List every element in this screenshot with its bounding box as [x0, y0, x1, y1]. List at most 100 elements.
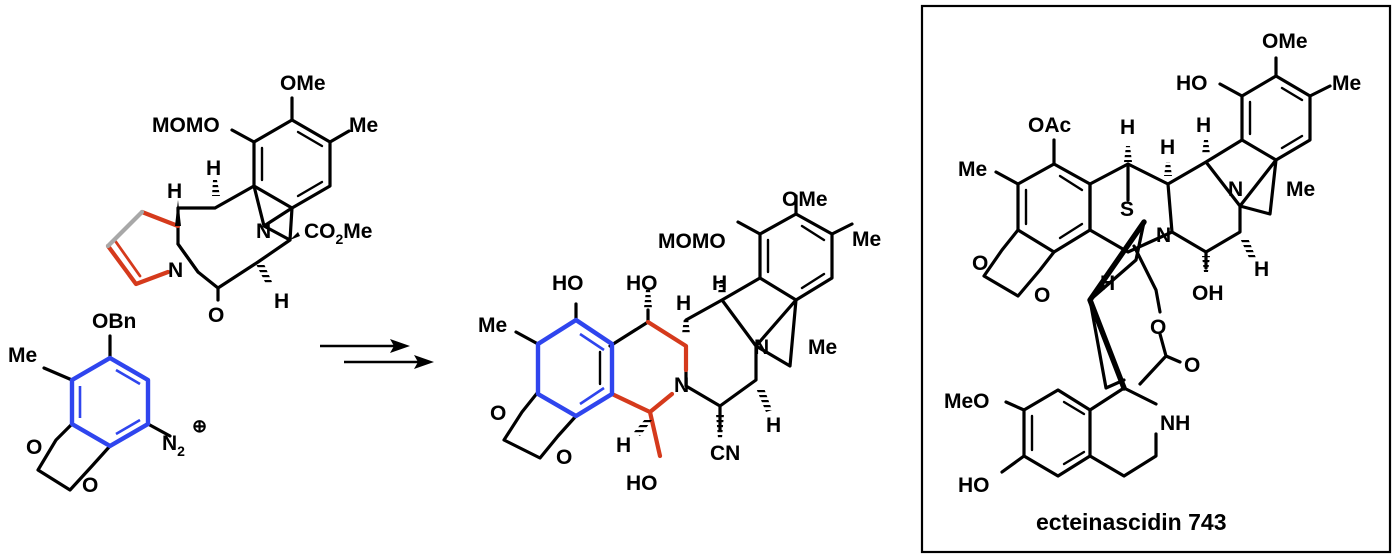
- label-s: S: [1120, 198, 1134, 221]
- label-me: Me: [478, 314, 507, 337]
- aromatic-inner-bonds: [1030, 400, 1086, 466]
- label-o-carbonyl: O: [1184, 354, 1200, 377]
- substituent-bonds: [230, 96, 351, 144]
- label-me: Me: [958, 158, 987, 181]
- label-n-ring: N: [674, 374, 689, 397]
- substituent-bonds: [736, 194, 854, 236]
- label-ome: OMe: [782, 188, 828, 211]
- label-me: Me: [349, 114, 378, 137]
- label-ho: HO: [1176, 72, 1208, 95]
- dioxole-ring: [36, 422, 112, 492]
- label-o: O: [26, 436, 42, 459]
- product-molecule: [502, 194, 854, 460]
- aromatic-inner-bonds: [260, 130, 324, 198]
- hashed-bond: [718, 280, 726, 294]
- hashed-bond: [682, 318, 690, 334]
- substituent-bonds: [1218, 56, 1332, 98]
- core-bonds: [176, 184, 294, 302]
- pyrrole-gray-bond: [105, 209, 145, 249]
- hashed-bond: [644, 290, 652, 308]
- hashed-bond: [1124, 146, 1132, 162]
- aromatic-ring: [758, 212, 834, 302]
- label-oac: OAc: [1028, 114, 1072, 137]
- natural-product-frame: [920, 4, 1392, 554]
- label-me: Me: [852, 228, 881, 251]
- aromatic-ring: [1016, 162, 1092, 254]
- label-h: H: [1160, 136, 1175, 159]
- pyrrole-bicycle-reactant: [176, 96, 351, 302]
- label-h: H: [712, 272, 727, 295]
- hashed-bond: [716, 414, 724, 438]
- label-me: Me: [8, 344, 37, 367]
- label-o: O: [82, 474, 98, 497]
- bridge-wedge: [290, 232, 300, 240]
- label-me-n: Me: [1286, 178, 1315, 201]
- hashed-bond: [1240, 238, 1256, 260]
- label-n-bridge: N: [1228, 178, 1243, 201]
- hashed-bond: [256, 264, 272, 284]
- label-me: Me: [1332, 72, 1361, 95]
- thioether-bridge-bold: [1087, 219, 1147, 391]
- hashed-bond: [1202, 140, 1210, 154]
- aryl-diazonium-reactant: [36, 334, 172, 492]
- label-ome: OMe: [280, 72, 326, 95]
- label-h: H: [766, 414, 781, 437]
- label-cn: CN: [710, 442, 740, 465]
- label-h: H: [616, 434, 631, 457]
- substituent-bonds: [994, 138, 1056, 186]
- label-o: O: [556, 446, 572, 469]
- dioxole-ring: [502, 390, 578, 460]
- label-h: H: [206, 157, 221, 180]
- aromatic-inner-bonds: [1248, 86, 1304, 150]
- label-meo: MeO: [944, 390, 990, 413]
- dioxole-ring: [982, 228, 1056, 298]
- compound-caption: ecteinascidin 743: [1036, 509, 1227, 535]
- label-nh: NH: [1160, 412, 1190, 435]
- aromatic-ring: [1240, 74, 1312, 162]
- label-o: O: [1034, 284, 1050, 307]
- substituent-bonds: [42, 334, 172, 438]
- hashed-bond: [212, 180, 220, 196]
- aromatic-ring: [252, 118, 332, 210]
- ring-highlight-red: [609, 319, 689, 459]
- hashed-bond: [634, 418, 652, 436]
- label-carbonyl-o: O: [208, 304, 224, 327]
- reaction-arrows: [320, 339, 434, 369]
- label-ome: OMe: [1262, 30, 1308, 53]
- label-momo: MOMO: [152, 114, 220, 137]
- label-n-bridge: N: [256, 220, 271, 243]
- label-h: H: [1196, 114, 1211, 137]
- label-ho-phenol: HO: [552, 272, 584, 295]
- label-h: H: [1100, 272, 1115, 295]
- label-h: H: [1120, 116, 1135, 139]
- aromatic-inner-bonds: [766, 224, 826, 290]
- label-momo: MOMO: [658, 230, 726, 253]
- label-h: H: [274, 290, 289, 313]
- label-ho: HO: [626, 472, 658, 495]
- label-n-bridge: N: [754, 336, 769, 359]
- label-obn: OBn: [92, 310, 136, 333]
- benzene-highlight: [69, 355, 151, 449]
- wedge-bond: [175, 200, 181, 226]
- hashed-bond: [756, 388, 772, 412]
- core-bonds: [1088, 138, 1278, 270]
- aromatic-ring: [1022, 388, 1092, 478]
- label-oh: OH: [1192, 282, 1224, 305]
- label-n-ring: N: [168, 259, 183, 282]
- label-o: O: [972, 252, 988, 275]
- label-co2me: CO2Me: [304, 220, 372, 247]
- label-n-ring: N: [1156, 224, 1171, 247]
- lactone-bonds: [1138, 332, 1182, 386]
- label-ho: HO: [958, 474, 990, 497]
- label-h: H: [167, 180, 182, 203]
- label-o: O: [490, 402, 506, 425]
- pyrrole-ring-black: [176, 242, 200, 274]
- positive-charge: ⊕: [192, 416, 207, 436]
- label-h: H: [1254, 258, 1269, 281]
- label-h: H: [676, 292, 691, 315]
- label-ho-alcohol: HO: [626, 272, 658, 295]
- hashed-bond: [1202, 256, 1210, 272]
- label-me-n: Me: [808, 336, 837, 359]
- label-o-ester: O: [1150, 316, 1166, 339]
